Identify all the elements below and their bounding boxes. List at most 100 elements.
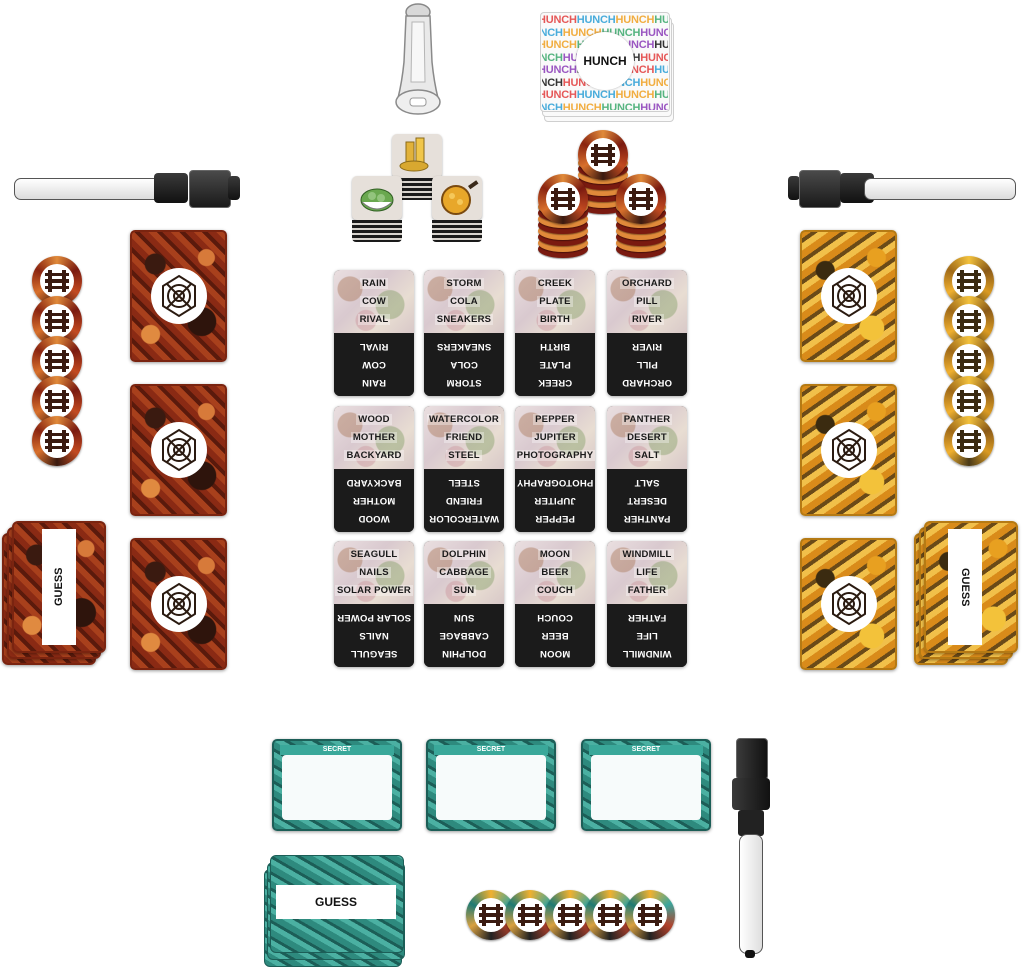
word-card-word-inverted: RIVAL xyxy=(359,340,389,352)
marker-right[interactable] xyxy=(788,170,1016,210)
word-card-word-inverted: LIFE xyxy=(636,630,658,642)
crossed-eye-hexagon-icon xyxy=(820,422,877,478)
word-card-word-inverted: RIVER xyxy=(631,340,663,352)
red-guess-card-stack[interactable]: GUESS xyxy=(2,519,112,671)
word-card-word-inverted: FATHER xyxy=(627,611,667,623)
teal-guess-label: GUESS xyxy=(276,885,396,919)
word-card-word-inverted: MOTHER xyxy=(352,495,396,507)
hunch-notepad[interactable]: HUNCHHUNCHHUNCHHUNCHHUNCHHUNCHHUNCHHUNCH… xyxy=(540,12,674,122)
yellow-guess-card-stack[interactable]: GUESS xyxy=(914,519,1022,671)
secret-board-1[interactable]: SECRET xyxy=(272,739,402,831)
word-card-word: RAIN xyxy=(359,277,389,289)
hunch-h-emblem-icon xyxy=(40,384,74,418)
word-card-word-inverted: SALT xyxy=(634,476,660,488)
word-card-word-inverted: RAIN xyxy=(361,377,387,389)
hunch-token[interactable] xyxy=(32,416,82,466)
yellow-player-card-3[interactable] xyxy=(800,538,897,670)
yellow-player-card-2[interactable] xyxy=(800,384,897,516)
word-card-word: FRIEND xyxy=(443,431,485,443)
word-card-word: SUN xyxy=(451,585,477,597)
hunch-h-emblem-icon xyxy=(633,898,667,932)
hunch-h-emblem-icon xyxy=(40,264,74,298)
word-card-word: SNEAKERS xyxy=(434,314,494,326)
word-card-word-inverted: BACKYARD xyxy=(346,476,402,488)
word-card-word-inverted: PANTHER xyxy=(623,513,671,525)
noodle-pan-icon xyxy=(441,180,479,215)
hunch-h-emblem-icon xyxy=(474,898,508,932)
token-stack-right[interactable] xyxy=(616,174,666,258)
red-player-card-3[interactable] xyxy=(130,538,227,670)
word-card-word: PHOTOGRAPHY xyxy=(515,450,595,462)
word-card-word: RIVAL xyxy=(357,314,391,326)
word-card-word-inverted: SUN xyxy=(453,611,475,623)
word-card-word-inverted: DOLPHIN xyxy=(441,648,487,660)
teal-guess-card-stack[interactable]: GUESS xyxy=(264,855,405,967)
hunch-h-emblem-icon xyxy=(40,424,74,458)
hunch-token[interactable] xyxy=(944,336,994,386)
word-card-word-inverted: SEAGULL xyxy=(350,648,398,660)
word-card-word-inverted: WOOD xyxy=(358,513,390,525)
word-card-word: PANTHER xyxy=(621,413,673,425)
word-card-word: LIFE xyxy=(634,566,660,578)
word-card-word: DESERT xyxy=(625,431,669,443)
hunch-token[interactable] xyxy=(578,130,628,180)
secret-board-2[interactable]: SECRET xyxy=(426,739,556,831)
hunch-token[interactable] xyxy=(466,890,516,940)
word-card-word: RIVER xyxy=(629,314,665,326)
word-card-word: MOTHER xyxy=(350,431,398,443)
hunch-logo: HUNCH xyxy=(576,32,634,90)
hourglass-timer-icon[interactable] xyxy=(392,2,444,120)
hunch-token[interactable] xyxy=(616,174,666,224)
hunch-token[interactable] xyxy=(585,890,635,940)
word-card-word: ORCHARD xyxy=(620,277,674,289)
red-player-card-2[interactable] xyxy=(130,384,227,516)
hunch-token[interactable] xyxy=(625,890,675,940)
yellow-player-card-1[interactable] xyxy=(800,230,897,362)
token-stack-top[interactable] xyxy=(578,130,628,214)
hunch-token[interactable] xyxy=(944,416,994,466)
word-card-word: COUCH xyxy=(535,585,575,597)
hunch-token[interactable] xyxy=(538,174,588,224)
word-card-word-inverted: CABBAGE xyxy=(439,630,489,642)
yellow-guess-label: GUESS xyxy=(948,529,982,645)
word-card-word-inverted: JUPITER xyxy=(534,495,576,507)
word-card-word-inverted: WINDMILL xyxy=(622,648,672,660)
hunch-token[interactable] xyxy=(944,256,994,306)
word-card-word-inverted: PILL xyxy=(636,359,658,371)
word-card-word-inverted: PLATE xyxy=(539,359,571,371)
marker-bottom[interactable] xyxy=(730,738,774,960)
word-card-word: STEEL xyxy=(446,450,482,462)
hunch-h-emblem-icon xyxy=(593,898,627,932)
hunch-token[interactable] xyxy=(505,890,555,940)
secret-board-3[interactable]: SECRET xyxy=(581,739,711,831)
salad-bowl-icon xyxy=(360,188,394,212)
word-card-word-inverted: BIRTH xyxy=(539,340,571,352)
token-stack-left[interactable] xyxy=(538,174,588,258)
crossed-eye-hexagon-icon xyxy=(150,576,207,632)
hunch-token[interactable] xyxy=(32,296,82,346)
word-card-word: SEAGULL xyxy=(348,548,400,560)
word-card-word-inverted: SNEAKERS xyxy=(436,340,492,352)
red-player-card-1[interactable] xyxy=(130,230,227,362)
crossed-eye-hexagon-icon xyxy=(150,422,207,478)
word-card-word: WATERCOLOR xyxy=(427,413,501,425)
hunch-h-emblem-icon xyxy=(952,424,986,458)
gold-coins-icon xyxy=(399,137,429,172)
marker-left[interactable] xyxy=(14,170,240,210)
word-card-word-inverted: PHOTOGRAPHY xyxy=(516,476,594,488)
word-card-word: WOOD xyxy=(356,413,392,425)
